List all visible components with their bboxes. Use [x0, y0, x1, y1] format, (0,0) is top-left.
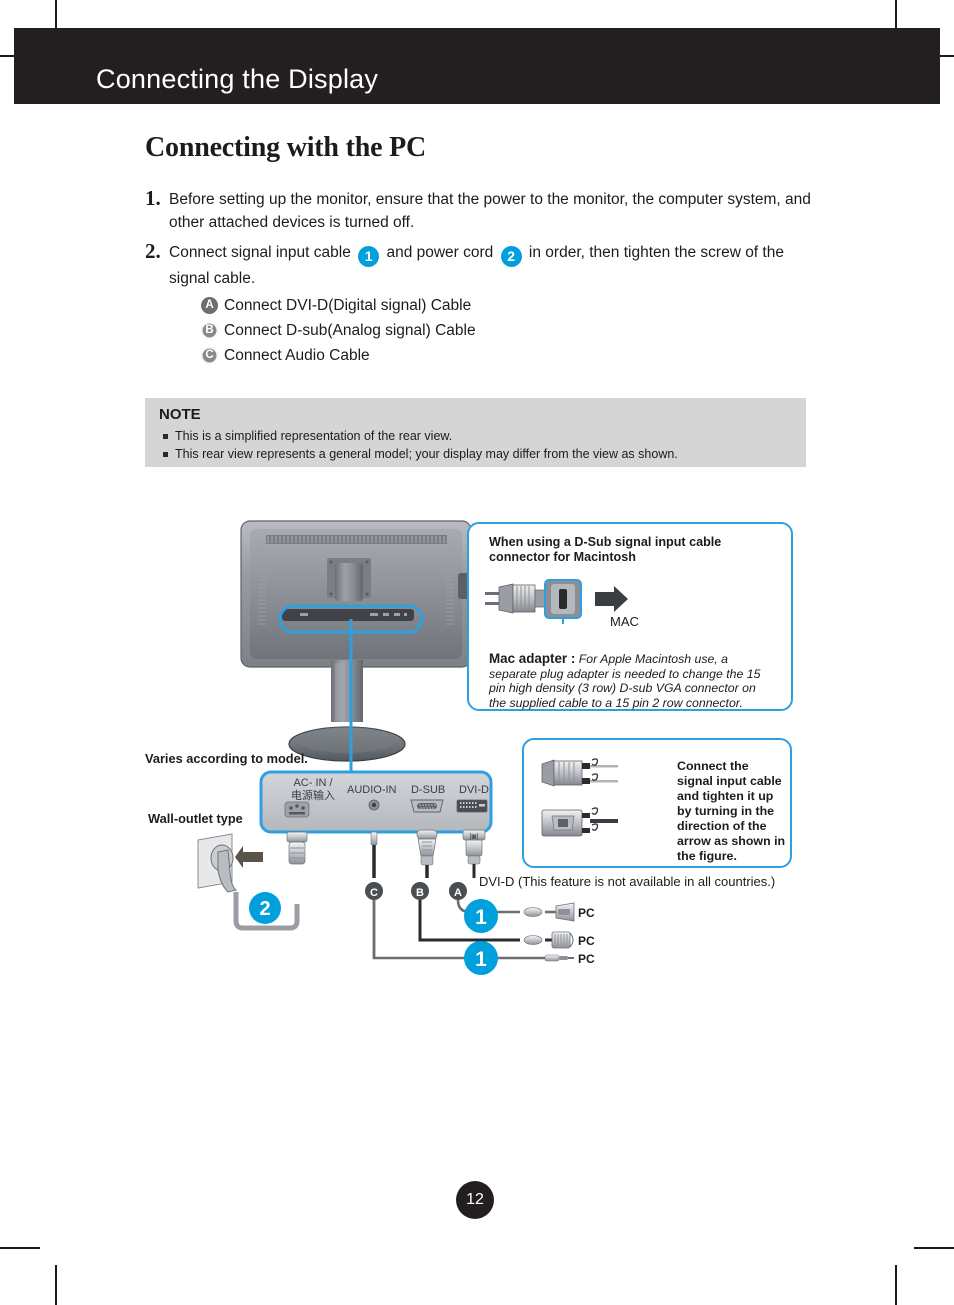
connector-markers: C B A [365, 882, 467, 900]
monitor-rear-illustration [240, 520, 476, 762]
crop-mark-bottom-left [55, 1265, 57, 1305]
step-2: 2. Connect signal input cable 1 and powe… [145, 239, 825, 368]
label-varies-according-to-model: Varies according to model. [145, 751, 308, 766]
cable-badge-1-audio [464, 941, 498, 975]
mac-desc-lead: Mac adapter : [489, 651, 576, 666]
note-line-2-text: This rear view represents a general mode… [175, 447, 678, 461]
svg-text:C: C [370, 887, 378, 899]
pc-label-audio: PC [578, 952, 595, 966]
page-header-title: Connecting the Display [96, 64, 379, 94]
step-2-number: 2. [145, 239, 161, 263]
step-2-text: Connect signal input cable 1 and power c… [169, 239, 825, 368]
cable-badge-2 [249, 892, 281, 924]
sub-item-audio-label: Connect Audio Cable [224, 347, 370, 364]
crop-mark-right-bottom [914, 1247, 954, 1249]
wall-outlet-illustration [197, 833, 263, 893]
audio-connector-pc [544, 954, 574, 962]
step-2-sub-list: A Connect DVI-D(Digital signal) Cable B … [169, 293, 825, 368]
dvi-connector-pc [545, 902, 575, 922]
svg-text:1: 1 [475, 906, 487, 929]
badge-letter-c: C [201, 347, 218, 364]
step-2-text-part-a: Connect signal input cable [169, 244, 351, 261]
bullet-icon [163, 433, 168, 439]
badge-letter-a: A [201, 297, 218, 314]
tighten-screw-callout: Connect the signal input cable and tight… [522, 738, 792, 868]
svg-text:1: 1 [475, 948, 487, 971]
section-title: Connecting with the PC [145, 132, 427, 163]
step-2-text-part-c: in order, then tighten the screw of the … [169, 244, 784, 287]
crop-mark-top-right [895, 0, 897, 40]
port-label-d-sub: D-SUB [411, 784, 446, 796]
note-title: NOTE [159, 406, 201, 423]
badge-letter-b: B [201, 322, 218, 339]
sub-item-audio: C Connect Audio Cable [201, 343, 825, 368]
marker-a [449, 882, 467, 900]
svg-text:A: A [454, 887, 462, 899]
svg-text:|◙|: |◙| [470, 832, 479, 841]
crop-mark-left-bottom [0, 1247, 40, 1249]
mac-desc-body: For Apple Macintosh use, a separate plug… [489, 652, 761, 710]
sub-item-d-sub-label: Connect D-sub(Analog signal) Cable [224, 322, 476, 339]
port-label-audio-in: AUDIO-IN [347, 784, 397, 796]
svg-text:2: 2 [259, 898, 270, 920]
sub-item-dvi-d: A Connect DVI-D(Digital signal) Cable [201, 293, 825, 318]
crop-mark-top-left [55, 0, 57, 40]
label-wall-outlet-type: Wall-outlet type [148, 811, 243, 826]
port-label-ac-in: AC- IN / 电源输入 [291, 777, 335, 802]
marker-c [365, 882, 383, 900]
note-line-1-text: This is a simplified representation of t… [175, 429, 453, 443]
bullet-icon [163, 451, 168, 457]
port-panel-detail [259, 770, 493, 834]
page-number-badge: 12 [456, 1181, 494, 1219]
badge-signal-cable-1: 1 [358, 246, 380, 267]
mac-adapter-callout: When using a D-Sub signal input cable co… [467, 522, 793, 711]
power-cord [233, 892, 300, 931]
svg-text:B: B [416, 887, 424, 899]
screw-tighten-illustration [541, 758, 618, 837]
crop-mark-bottom-right [895, 1265, 897, 1305]
mac-adapter-illustration [485, 579, 628, 624]
mac-callout-title: When using a D-Sub signal input cable co… [489, 535, 722, 564]
ac-power-plug [286, 831, 308, 904]
note-box: NOTE This is a simplified representation… [145, 398, 806, 467]
cable-badge-1-signal [464, 899, 498, 933]
audio-plug-c [370, 831, 378, 878]
step-1: 1. Before setting up the monitor, ensure… [145, 186, 825, 234]
pc-label-dsub: PC [578, 934, 595, 948]
mac-callout-description: Mac adapter : For Apple Macintosh use, a… [489, 651, 769, 710]
dvi-plug-a: |◙| [462, 829, 486, 878]
dsub-cable-run [418, 900, 520, 942]
dsub-connector-pc [545, 931, 574, 949]
badge-power-cord-2: 2 [500, 246, 522, 267]
sub-item-d-sub: B Connect D-sub(Analog signal) Cable [201, 318, 825, 343]
port-label-dvi-d: DVI-D [459, 784, 489, 796]
instruction-steps: 1. Before setting up the monitor, ensure… [145, 186, 825, 369]
step-1-text: Before setting up the monitor, ensure th… [169, 191, 811, 231]
connection-diagram: 2 |◙| C B A 1 1 [0, 500, 954, 1000]
pc-label-dvi: PC [578, 906, 595, 920]
dsub-plug-b [416, 829, 438, 878]
note-line-1: This is a simplified representation of t… [163, 429, 452, 443]
screw-callout-text: Connect the signal input cable and tight… [677, 759, 786, 863]
note-line-2: This rear view represents a general mode… [163, 447, 678, 461]
mac-arrow-label: MAC [610, 614, 639, 629]
marker-b [411, 882, 429, 900]
page-header-bar [14, 28, 940, 104]
label-dvid-availability-note: DVI-D (This feature is not available in … [479, 874, 776, 889]
step-1-number: 1. [145, 186, 161, 210]
sub-item-dvi-d-label: Connect DVI-D(Digital signal) Cable [224, 297, 472, 314]
step-2-text-part-b: and power cord [386, 244, 494, 261]
